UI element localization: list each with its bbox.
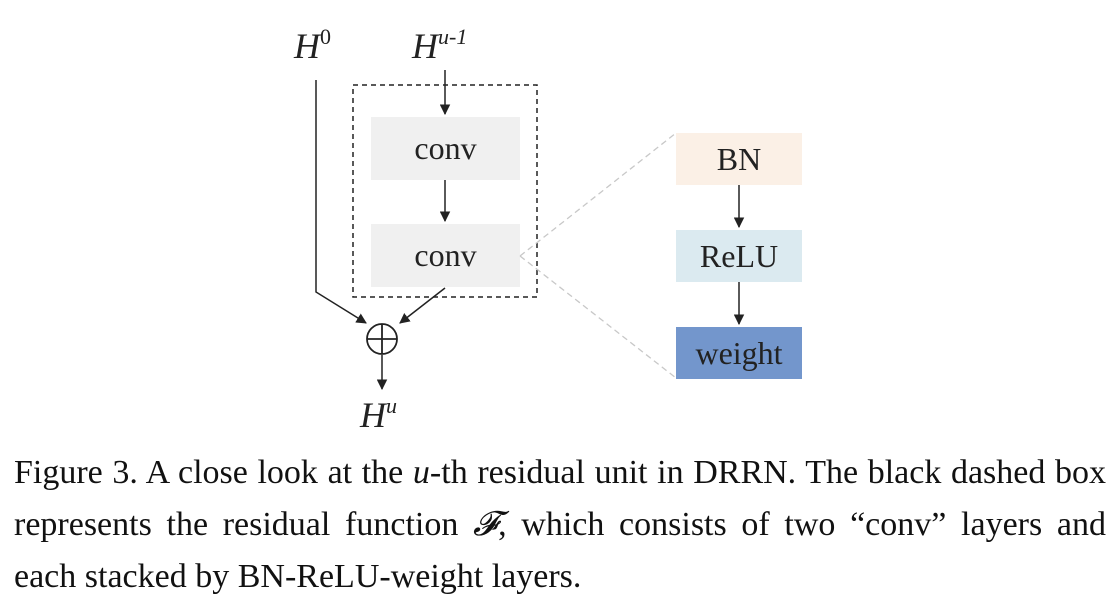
figure-caption: Figure 3. A close look at the u-th resid…	[14, 447, 1106, 603]
conv-block-1-label: conv	[414, 130, 476, 166]
arrow-conv2-to-sum	[399, 287, 446, 324]
layer-bn-rect	[676, 133, 802, 185]
caption-var-F: 𝓕	[473, 506, 499, 543]
conv-block-2-rect	[371, 224, 520, 287]
conv-block-2: conv	[371, 224, 520, 287]
layer-weight: weight	[676, 327, 802, 379]
input-h0-label: H0	[293, 24, 331, 66]
layer-relu: ReLU	[676, 230, 802, 282]
input-hu-minus-1-label: Hu-1	[411, 24, 467, 66]
layer-weight-label: weight	[695, 335, 782, 371]
conv-block-2-label: conv	[414, 237, 476, 273]
layer-relu-label: ReLU	[700, 238, 778, 274]
residual-unit-diagram: H0 Hu-1 conv conv Hu BN ReLU	[293, 24, 802, 435]
caption-part2: -th residual unit in DRRN. The black das…	[14, 454, 1107, 543]
skip-connection-h0	[315, 80, 367, 324]
zoom-guide-bottom	[519, 255, 677, 379]
conv-block-1-rect	[371, 117, 520, 180]
caption-var-u: u	[412, 454, 430, 491]
zoom-guide-top	[519, 132, 677, 257]
layer-relu-rect	[676, 230, 802, 282]
sum-node	[366, 323, 398, 355]
layer-weight-rect	[676, 327, 802, 379]
output-hu-label: Hu	[359, 393, 397, 435]
layer-bn-label: BN	[717, 141, 761, 177]
layer-bn: BN	[676, 133, 802, 185]
caption-part1: Figure 3. A close look at the	[14, 454, 413, 491]
conv-block-1: conv	[371, 117, 520, 180]
caption-part3: , which consists of two “conv” layers an…	[14, 506, 1106, 595]
